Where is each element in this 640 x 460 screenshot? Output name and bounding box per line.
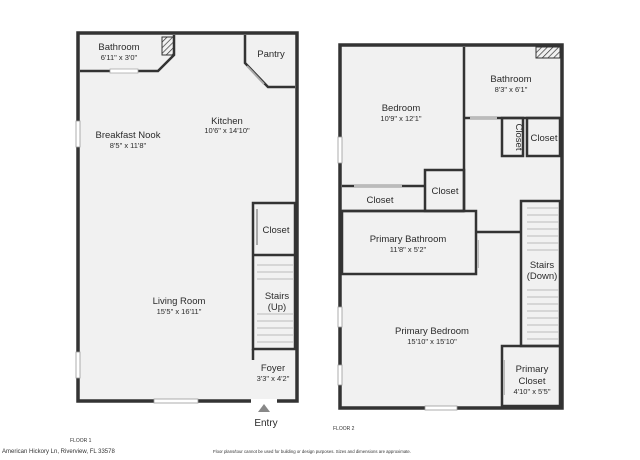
address-text: American Hickory Ln, Riverview, FL 33578 (2, 449, 115, 455)
window (337, 136, 343, 164)
bathroom-2-chimney (535, 46, 561, 59)
living-room-dims: 15'5" x 16'11" (157, 307, 202, 316)
window (337, 364, 343, 386)
entry-arrow-icon (258, 404, 270, 412)
primary-bathroom-dims: 11'8" x 5'2" (390, 245, 427, 254)
foyer-dims: 3'3" x 4'2" (257, 374, 290, 383)
foyer-name: Foyer (261, 363, 285, 374)
stairs-up-line2: (Up) (268, 302, 286, 313)
primary-bedroom-dims: 15'10" x 15'10" (407, 337, 457, 346)
floor1-bathroom-name: Bathroom (98, 42, 139, 53)
closet-stairs-block (251, 201, 297, 351)
floor-1-label: FLOOR 1 (70, 438, 92, 444)
floor2-bathroom-dims: 8'3" x 6'1" (495, 85, 528, 94)
window (75, 120, 81, 148)
bedroom-name: Bedroom (382, 103, 421, 114)
kitchen-name: Kitchen (211, 116, 243, 127)
stairs-up (257, 264, 293, 343)
right-closet-wall (525, 116, 562, 158)
breakfast-nook-name: Breakfast Nook (96, 130, 161, 141)
bathroom-chimney (161, 36, 175, 56)
primary-closet-wall (500, 344, 562, 408)
window (424, 405, 458, 411)
floor1-closet-name: Closet (263, 225, 290, 236)
floor2-bathroom-name: Bathroom (490, 74, 531, 85)
hall-closet-name: Closet (432, 186, 459, 197)
bedroom-dims: 10'9" x 12'1" (380, 114, 421, 123)
floor-1-area (78, 33, 297, 401)
floor1-bathroom-dims: 6'11" x 3'0" (101, 53, 138, 62)
floor-2: Bedroom 10'9" x 12'1" Bathroom 8'3" x 6'… (333, 43, 564, 432)
window (337, 306, 343, 328)
primary-closet-line1: Primary (516, 364, 549, 375)
floor-1: Bathroom 6'11" x 3'0" Pantry Kitchen 10'… (70, 31, 299, 444)
primary-bedroom-name: Primary Bedroom (395, 326, 469, 337)
stairs-down (527, 207, 559, 340)
stairs-down-line2: (Down) (527, 271, 558, 282)
pantry-door (246, 65, 265, 85)
right-closet-name: Closet (531, 133, 558, 144)
entry-door (251, 399, 277, 403)
window (75, 351, 81, 379)
pantry-name: Pantry (257, 49, 285, 60)
stairs-up-line1: Stairs (265, 291, 290, 302)
vertical-closet-name: Closet (513, 124, 524, 151)
bedroom-closet-name: Closet (367, 195, 394, 206)
living-room-name: Living Room (153, 296, 206, 307)
floor-2-label: FLOOR 2 (333, 426, 355, 432)
stairs-down-line1: Stairs (530, 260, 555, 271)
vertical-closet-wall (500, 116, 525, 158)
entry-label: Entry (254, 418, 277, 429)
breakfast-nook-dims: 8'5" x 11'8" (110, 141, 147, 150)
bathroom-door (109, 68, 139, 74)
primary-bathroom-name: Primary Bathroom (370, 234, 447, 245)
primary-closet-line2: Closet (519, 376, 546, 387)
disclaimer-text: Floor plans/tour cannot be used for buil… (213, 449, 411, 454)
primary-bathroom-wall (340, 209, 478, 276)
primary-closet-dims: 4'10" x 5'5" (514, 387, 551, 396)
kitchen-dims: 10'6" x 14'10" (204, 126, 250, 135)
floor-2-area (340, 45, 562, 408)
window (153, 398, 199, 404)
